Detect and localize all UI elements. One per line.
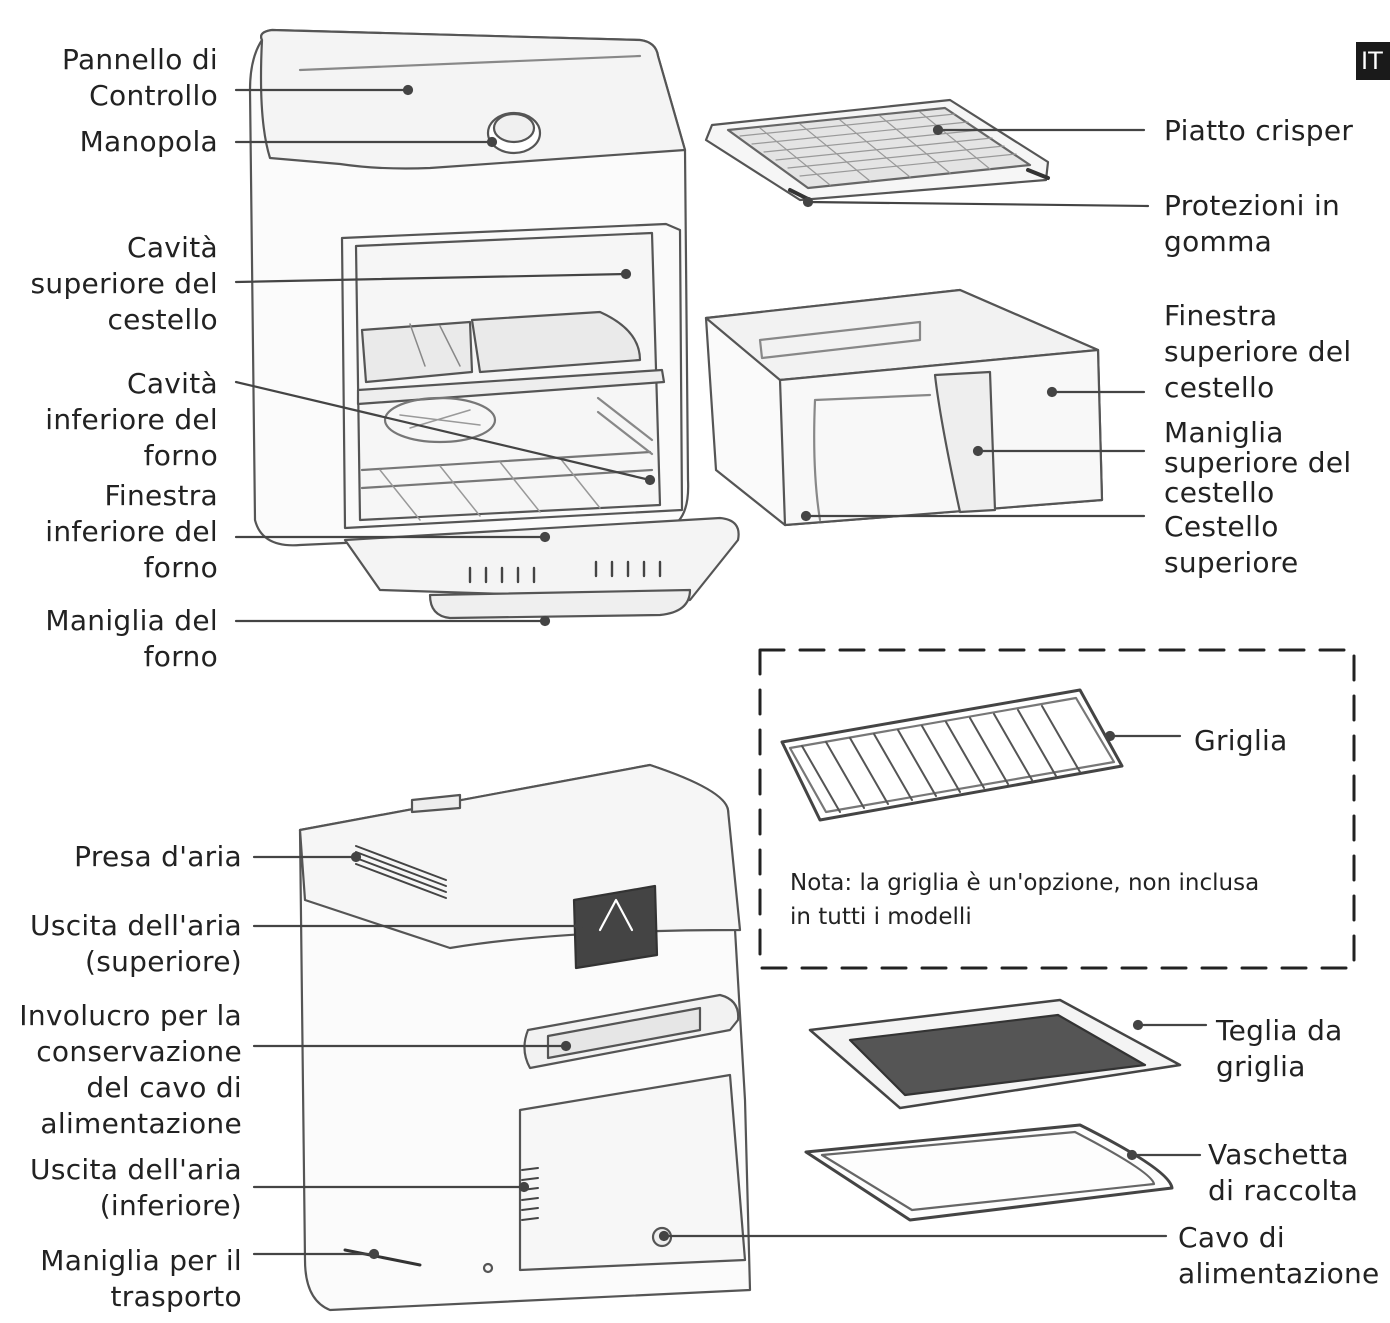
label-cavita-superiore: Cavità superiore del cestello [31, 230, 218, 338]
label-line: forno [143, 551, 218, 584]
label-manopola: Manopola [80, 124, 218, 160]
label-presa-d-aria: Presa d'aria [74, 839, 242, 875]
label-line: Teglia da [1216, 1014, 1343, 1047]
label-maniglia-trasporto: Maniglia per il trasporto [40, 1243, 242, 1315]
label-line: Vaschetta [1208, 1138, 1349, 1171]
language-tab: IT [1356, 42, 1390, 80]
label-line: Griglia [1194, 724, 1288, 757]
label-line: forno [143, 640, 218, 673]
optional-accessory-box [758, 648, 1356, 970]
label-line: alimentazione [40, 1107, 242, 1140]
grill-pan-illustration [808, 998, 1182, 1110]
note-line: Nota: la griglia è un'opzione, non inclu… [790, 870, 1260, 896]
label-line: cestello [107, 303, 218, 336]
label-line: superiore del [1164, 446, 1352, 479]
label-line: di raccolta [1208, 1174, 1359, 1207]
label-line: Controllo [89, 79, 218, 112]
label-line: Piatto crisper [1164, 114, 1354, 147]
label-line: superiore del [1164, 335, 1352, 368]
label-line: griglia [1216, 1050, 1306, 1083]
label-line: (inferiore) [99, 1189, 242, 1222]
label-line: Finestra [1164, 299, 1278, 332]
label-line: alimentazione [1178, 1257, 1380, 1290]
leader-lines [234, 84, 1208, 1260]
label-line: Maniglia [1164, 416, 1284, 449]
label-maniglia-superiore: Maniglia superiore del cestello [1164, 418, 1351, 508]
label-finestra-inferiore: Finestra inferiore del forno [45, 478, 218, 586]
label-cavita-inferiore: Cavità inferiore del forno [45, 366, 218, 474]
label-line: superiore [1164, 546, 1299, 579]
label-griglia: Griglia [1194, 723, 1288, 759]
label-maniglia-del-forno: Maniglia del forno [45, 603, 218, 675]
label-line: del cavo di [86, 1071, 242, 1104]
label-uscita-aria-superiore: Uscita dell'aria (superiore) [30, 908, 242, 980]
label-line: Presa d'aria [74, 840, 242, 873]
label-pannello-di-controllo: Pannello di Controllo [62, 42, 218, 114]
label-line: Manopola [79, 125, 218, 158]
label-protezioni-in-gomma: Protezioni in gomma [1164, 188, 1340, 260]
label-line: Maniglia per il [40, 1244, 242, 1277]
label-teglia-da-griglia: Teglia da griglia [1216, 1013, 1343, 1085]
label-involucro-cavo: Involucro per la conservazione del cavo … [19, 998, 242, 1142]
label-line: Cavità [127, 367, 218, 400]
label-uscita-aria-inferiore: Uscita dell'aria (inferiore) [30, 1152, 242, 1224]
label-line: cestello [1164, 476, 1275, 509]
air-fryer-front-illustration [248, 28, 740, 620]
label-piatto-crisper: Piatto crisper [1164, 113, 1353, 149]
label-line: inferiore del [45, 403, 218, 436]
label-line: Maniglia del [45, 604, 218, 637]
label-line: conservazione [36, 1035, 242, 1068]
label-line: Finestra [104, 479, 218, 512]
label-line: cestello [1164, 371, 1275, 404]
label-line: superiore del [30, 267, 218, 300]
optional-note: Nota: la griglia è un'opzione, non inclu… [790, 866, 1259, 934]
label-line: Cestello [1164, 510, 1279, 543]
crisper-plate-illustration [704, 98, 1050, 202]
label-line: inferiore del [45, 515, 218, 548]
label-line: Cavo di [1178, 1221, 1285, 1254]
label-line: gomma [1164, 225, 1273, 258]
label-line: Cavità [127, 231, 218, 264]
label-vaschetta-di-raccolta: Vaschetta di raccolta [1208, 1137, 1358, 1209]
air-fryer-back-illustration [298, 763, 752, 1312]
label-finestra-superiore: Finestra superiore del cestello [1164, 298, 1351, 406]
label-line: trasporto [110, 1280, 242, 1313]
label-line: Uscita dell'aria [30, 1153, 242, 1186]
label-line: Involucro per la [19, 999, 242, 1032]
label-line: Protezioni in [1164, 189, 1341, 222]
label-line: Uscita dell'aria [30, 909, 242, 942]
drip-tray-illustration [804, 1123, 1174, 1222]
note-line: in tutti i modelli [790, 904, 972, 930]
label-cestello-superiore: Cestello superiore [1164, 509, 1299, 581]
label-line: Pannello di [62, 43, 218, 76]
label-line: (superiore) [84, 945, 242, 978]
grill-rack-illustration [780, 688, 1124, 822]
label-cavo-di-alimentazione: Cavo di alimentazione [1178, 1220, 1380, 1292]
upper-basket-illustration [704, 288, 1104, 527]
label-line: forno [143, 439, 218, 472]
